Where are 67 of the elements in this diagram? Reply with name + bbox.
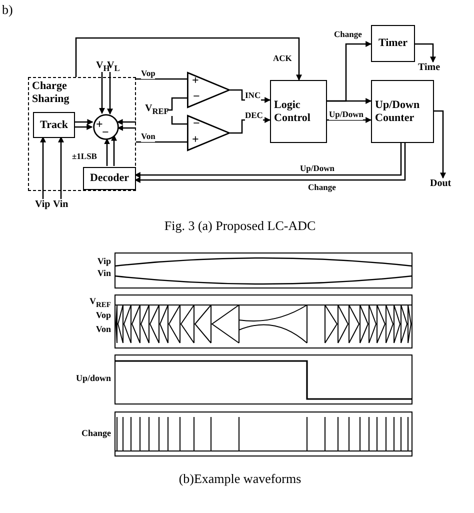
arrow: [107, 72, 113, 115]
signal-label: Vop: [96, 310, 111, 321]
edge-label: Change: [308, 182, 336, 193]
summing-circle: [93, 114, 119, 140]
sign-label: −: [102, 127, 109, 138]
edge-label: Up/Down: [300, 163, 334, 174]
arrow: [327, 117, 372, 123]
block-box: [270, 80, 327, 143]
connector-line: [136, 141, 187, 143]
arrow: [230, 89, 271, 103]
signal-label: Vin: [97, 268, 111, 279]
sign-label: +: [192, 75, 199, 86]
edge-label: ACK: [273, 53, 292, 64]
signal-label: Vip: [35, 199, 50, 210]
edge-label: Von: [141, 131, 156, 142]
arrow: [327, 98, 372, 104]
comparator-triangle: [187, 115, 230, 151]
arrow: [111, 134, 117, 166]
edge-label: Change: [334, 29, 362, 40]
signal-label: Vin: [53, 199, 68, 210]
sign-label: −: [193, 118, 200, 129]
block-label: Logic Control: [273, 98, 312, 124]
signal-label: Dout: [430, 178, 452, 189]
arrow: [74, 119, 94, 125]
dashed-group-box: [28, 77, 136, 191]
arrow: [117, 125, 136, 131]
block-box: [371, 25, 415, 62]
block-label: Decoder: [88, 172, 130, 185]
arrow: [99, 72, 105, 114]
block-label: Up/Down Counter: [374, 98, 421, 124]
edge-label: ±1LSB: [72, 151, 97, 162]
signal-label: Time: [418, 62, 440, 73]
signal-label: Vip: [97, 256, 111, 267]
arrow: [116, 119, 136, 125]
block-box: [83, 167, 136, 190]
signal-label: Change: [81, 428, 111, 439]
connector-line: [171, 116, 187, 125]
arrow: [75, 37, 302, 81]
block-box: [371, 80, 434, 143]
connector-line: [136, 78, 187, 80]
arrow: [415, 43, 436, 63]
edge-label: Vop: [141, 68, 156, 79]
sign-label: +: [96, 119, 103, 130]
arrow: [230, 117, 271, 134]
group-title: Charge Sharing: [32, 80, 70, 106]
figure-caption: Fig. 3 (a) Proposed LC-ADC: [164, 218, 316, 233]
edge-label: DEC: [245, 110, 263, 121]
comparator-triangle: [187, 72, 230, 108]
block-box: [33, 112, 75, 138]
arrow: [40, 136, 46, 199]
edge-label: Up/Down: [329, 109, 364, 120]
signal-label: Up/down: [76, 373, 111, 384]
arrow: [434, 110, 446, 179]
figure-caption: (b)Example waveforms: [178, 471, 302, 486]
block-label: Timer: [377, 37, 409, 50]
signal-label: V$_{REF}$: [145, 103, 169, 117]
sign-label: +: [192, 134, 199, 145]
sign-label: −: [193, 91, 200, 102]
block-label: Track: [39, 118, 69, 132]
connector-line: [167, 97, 187, 111]
panel-label: b): [2, 2, 13, 17]
arrow: [104, 138, 110, 166]
arrow: [74, 124, 93, 130]
arrow: [58, 136, 64, 199]
signal-label: V$_{REF}$: [90, 296, 111, 310]
signal-label: Von: [96, 324, 111, 335]
edge-label: INC: [245, 90, 261, 101]
